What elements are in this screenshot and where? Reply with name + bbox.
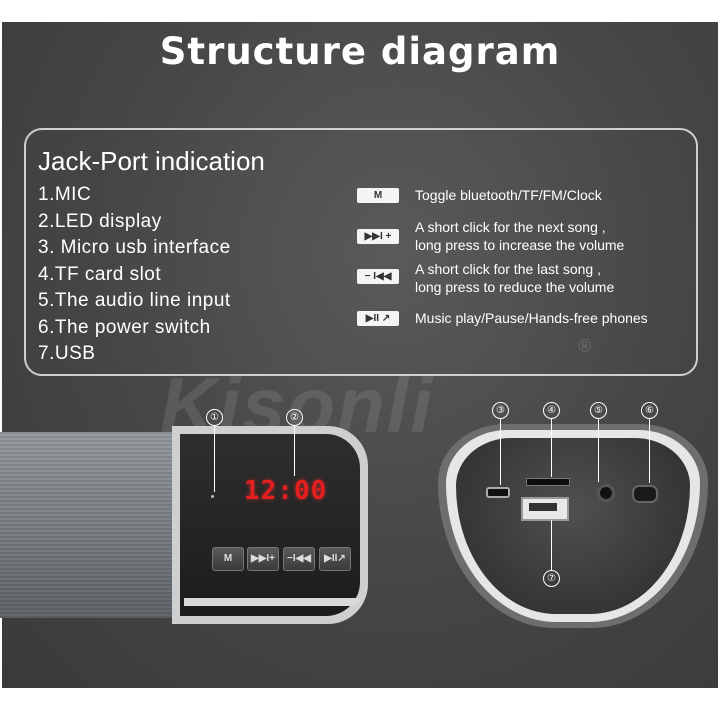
jack-port-item-tf: 4.TF card slot <box>38 263 162 285</box>
callout-2: ② <box>286 409 303 426</box>
audio-line-in-jack <box>597 484 615 502</box>
jack-port-legend-box <box>24 128 698 376</box>
previous-volume-down-icon: − I◀◀ <box>357 269 399 284</box>
mode-button-icon: M <box>357 188 399 203</box>
jack-port-item-audio-in: 5.The audio line input <box>38 290 231 311</box>
key-desc-mode-line1: Toggle bluetooth/TF/FM/Clock <box>415 187 602 203</box>
jack-port-heading: Jack-Port indication <box>38 146 265 176</box>
key-desc-next-line2: long press to increase the volume <box>415 237 625 253</box>
registered-mark: ® <box>578 336 592 356</box>
key-desc-play-line1: Music play/Pause/Hands-free phones <box>415 310 648 326</box>
callout-5-line <box>598 419 599 482</box>
callout-7: ⑦ <box>543 570 560 587</box>
diagram-title: Structure diagram <box>159 30 561 73</box>
jack-port-item-usb: 7.USB <box>38 343 96 364</box>
jack-port-item-mic: 1.MIC <box>38 184 92 205</box>
front-prev-button[interactable]: −I◀◀ <box>283 547 315 571</box>
speaker-face-strip <box>184 598 360 606</box>
bottom-white-margin <box>0 688 720 713</box>
play-pause-phone-icon: ▶II ↗ <box>357 311 399 326</box>
callout-4: ④ <box>543 402 560 419</box>
micro-usb-port <box>486 487 510 498</box>
callout-6: ⑥ <box>641 402 658 419</box>
callout-3: ③ <box>492 402 509 419</box>
end-cap-panel <box>456 438 690 614</box>
usb-port-inner <box>529 503 557 511</box>
key-desc-prev-line1: A short click for the last song , <box>415 261 601 277</box>
front-play-button[interactable]: ▶II↗ <box>319 547 351 571</box>
front-next-button[interactable]: ▶▶I+ <box>247 547 279 571</box>
led-clock-display: 12:00 <box>244 476 328 506</box>
key-desc-next-line1: A short click for the next song , <box>415 219 606 235</box>
callout-3-line <box>500 419 501 485</box>
tf-card-slot <box>526 478 570 486</box>
callout-1: ① <box>206 409 223 426</box>
power-switch <box>632 485 658 503</box>
speaker-grille-shade <box>0 432 188 618</box>
callout-5: ⑤ <box>590 402 607 419</box>
key-desc-next: A short click for the next song , long p… <box>415 218 624 254</box>
front-mode-button[interactable]: M <box>212 547 244 571</box>
speaker-control-face <box>180 434 360 616</box>
next-volume-up-icon: ▶▶I + <box>357 229 399 244</box>
callout-7-line <box>551 520 552 570</box>
key-desc-mode: Toggle bluetooth/TF/FM/Clock <box>415 186 602 204</box>
callout-1-line <box>214 426 215 492</box>
jack-port-item-micro-usb: 3. Micro usb interface <box>38 237 231 258</box>
jack-port-item-power: 6.The power switch <box>38 316 211 338</box>
mic-hole <box>211 495 214 498</box>
key-desc-prev-line2: long press to reduce the volume <box>415 279 615 295</box>
speaker-grille <box>0 432 188 618</box>
callout-4-line <box>551 419 552 477</box>
key-desc-prev: A short click for the last song , long p… <box>415 260 614 296</box>
callout-2-line <box>294 426 295 476</box>
key-desc-play: Music play/Pause/Hands-free phones <box>415 309 648 327</box>
callout-6-line <box>649 419 650 483</box>
jack-port-list: 1.MIC 2.LED display 3. Micro usb interfa… <box>38 182 231 368</box>
jack-port-item-led: 2.LED display <box>38 210 162 232</box>
